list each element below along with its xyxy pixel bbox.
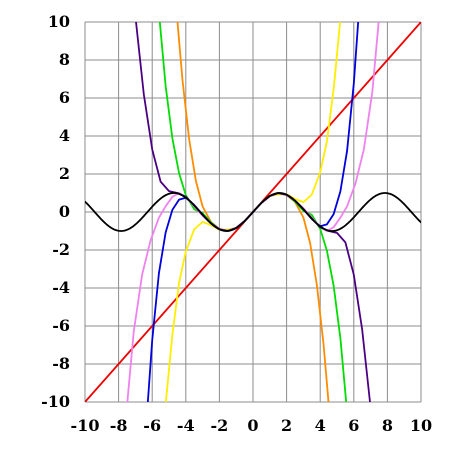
x-tick-label: -8	[110, 416, 128, 435]
x-tick-labels: -10 -8 -6 -4 -2 0 2 4 6 8 10	[71, 416, 433, 435]
y-tick-label: -10	[41, 392, 70, 411]
y-tick-label: -2	[52, 240, 70, 259]
x-tick-label: -10	[71, 416, 100, 435]
series-line-8	[85, 192, 421, 232]
y-tick-label: 0	[59, 202, 70, 221]
x-tick-label: 6	[348, 416, 359, 435]
y-tick-label: -4	[52, 278, 70, 297]
y-tick-label: -6	[52, 316, 70, 335]
series-group	[85, 22, 421, 402]
x-tick-label: 10	[410, 416, 432, 435]
x-tick-label: -6	[143, 416, 161, 435]
y-tick-labels: 10 8 6 4 2 0 -2 -4 -6 -8 -10	[41, 12, 70, 411]
y-tick-label: 2	[59, 164, 70, 183]
x-tick-label: -2	[211, 416, 229, 435]
y-tick-label: 10	[48, 12, 70, 31]
x-tick-label: 4	[315, 416, 326, 435]
y-tick-label: -8	[52, 354, 70, 373]
y-tick-label: 8	[59, 50, 70, 69]
x-tick-label: 8	[382, 416, 393, 435]
x-tick-label: 2	[281, 416, 292, 435]
x-tick-label: -4	[177, 416, 195, 435]
y-tick-label: 6	[59, 88, 70, 107]
y-tick-label: 4	[59, 126, 70, 145]
x-tick-label: 0	[247, 416, 258, 435]
